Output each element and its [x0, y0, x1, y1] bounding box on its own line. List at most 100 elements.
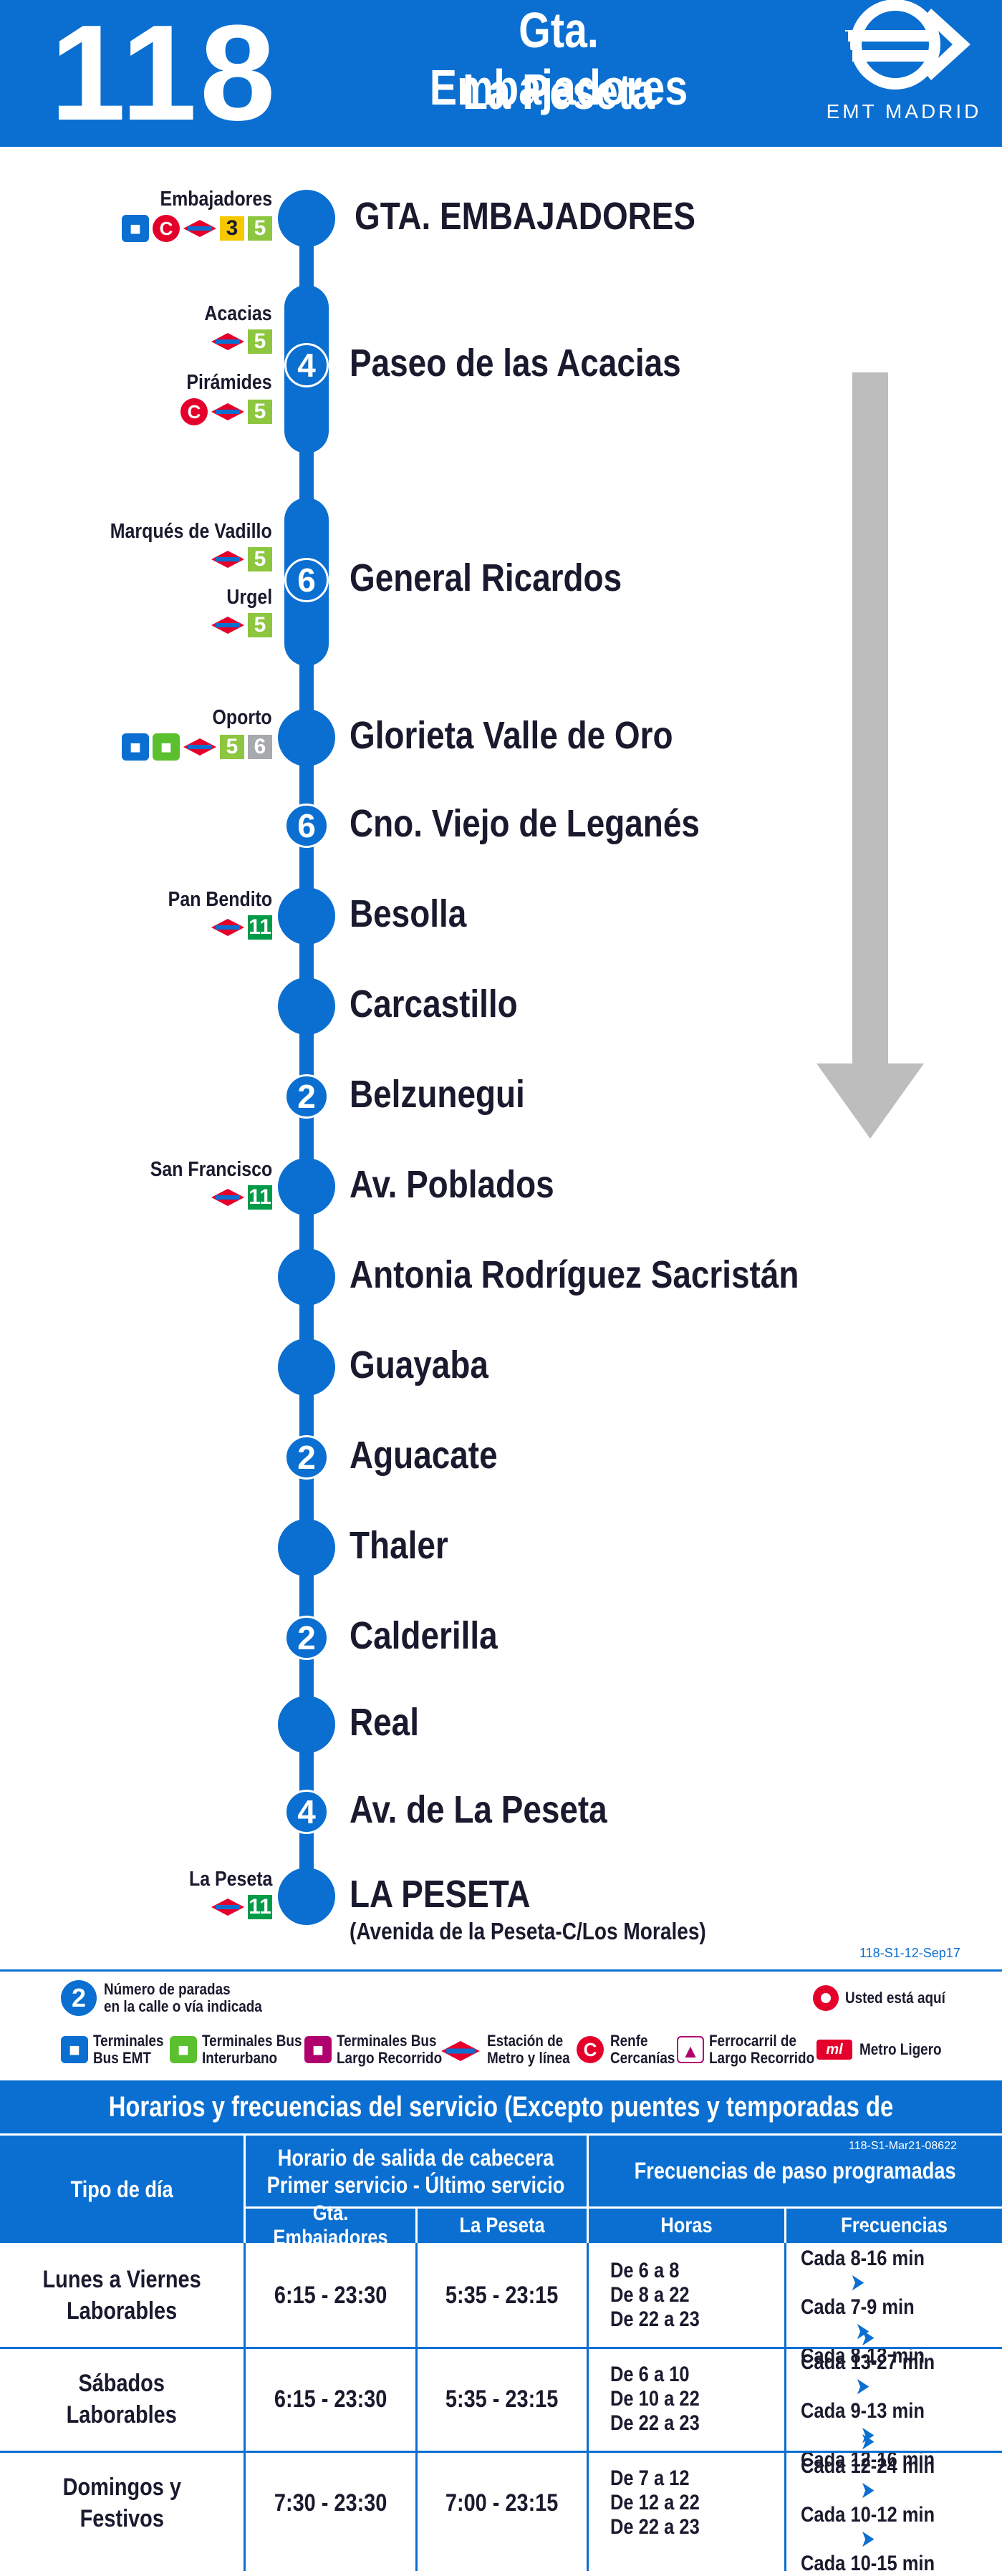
rail-long-distance-icon: ▲ [677, 2036, 704, 2063]
arrow-right-icon: ➤ [861, 2527, 875, 2551]
stop-dot [278, 978, 335, 1035]
metro-ligero-icon: ml [816, 2040, 852, 2060]
row-origin-times: 6:15 - 23:30 [274, 2385, 387, 2413]
bus-emt-icon: ■ [122, 733, 149, 761]
connection-name: La Peseta [188, 1868, 272, 1891]
connection-icons: ■ C 3 5 [122, 215, 272, 242]
stop-name: Belzunegui [350, 1073, 525, 1116]
row-day-type: Sábados Laborables [66, 2370, 178, 2428]
stop-dot [278, 1696, 335, 1753]
legend-rail-long: Ferrocarril de Largo Recorrido [709, 2032, 815, 2067]
legend-metro-ligero: Metro Ligero [859, 2040, 942, 2058]
arrow-right-icon: ➤ [856, 2375, 869, 2398]
arrow-right-icon: ➤ [856, 2222, 869, 2246]
col-header-frequency: Frecuencias de paso programadas [589, 2136, 1002, 2206]
connection-name: Embajadores [160, 188, 272, 211]
metro-icon [441, 2041, 480, 2061]
emt-logo-icon [824, 0, 970, 90]
schedule-title-bar [0, 2080, 1002, 2133]
stop-dot [278, 1248, 335, 1306]
emt-brand-text: EMT MADRID [826, 100, 982, 122]
connection-name: San Francisco [150, 1158, 272, 1181]
metro-icon [183, 220, 216, 237]
stop-count-badge: 4 [284, 343, 329, 387]
stop-dot [278, 1158, 335, 1215]
stop-name: Real [350, 1701, 419, 1744]
row-destination-times: 7:00 - 23:15 [445, 2489, 559, 2517]
header-divider [246, 2206, 1002, 2209]
legend-you-are-here: Usted está aquí [845, 1989, 945, 2007]
metro-line-badge: 5 [220, 735, 244, 759]
header-divider [415, 2209, 418, 2243]
connection-icons: 11 [211, 915, 272, 940]
stop-name: Glorieta Valle de Oro [350, 714, 673, 757]
connection-icons: 11 [211, 1185, 272, 1210]
metro-line-badge: 5 [248, 329, 272, 354]
metro-icon [211, 403, 244, 420]
stop-name: General Ricardos [350, 556, 622, 599]
row-destination-times: 5:35 - 23:15 [445, 2385, 559, 2413]
bus-emt-icon: ■ [122, 215, 149, 242]
hour-range: De 22 a 23 [610, 2411, 700, 2435]
stop-name: Aguacate [350, 1434, 498, 1477]
arrow-right-icon: ➤ [861, 2479, 875, 2502]
stop-address: (Avenida de la Peseta-C/Los Morales) [350, 1918, 706, 1944]
col-header-schedule: Horario de salida de cabecera Primer ser… [246, 2136, 587, 2206]
hour-range: De 6 a 8 [610, 2259, 680, 2282]
schedule-title: Horarios y frecuencias del servicio (Exc… [108, 2091, 894, 2176]
renfe-icon: C [577, 2036, 604, 2063]
stop-name: LA PESETA [350, 1873, 531, 1916]
row-destination-times: 5:35 - 23:15 [445, 2281, 559, 2309]
connection-icons: 11 [211, 1895, 272, 1919]
metro-icon [211, 919, 244, 936]
stop-name: Calderilla [350, 1614, 498, 1657]
line-number: 118 [50, 0, 279, 149]
stop-dot [278, 1338, 335, 1396]
col-divider [415, 2243, 418, 2571]
row-hours: De 6 a 8 De 8 a 22 De 22 a 23 [589, 2245, 784, 2345]
connection-name: Urgel [226, 586, 272, 609]
stop-name: Guayaba [350, 1344, 488, 1386]
destination-end: La Peseta [462, 64, 655, 120]
stop-dot [278, 887, 335, 945]
connection-name: Pan Bendito [168, 888, 272, 911]
hour-range: De 7 a 12 [610, 2466, 690, 2490]
header-divider [587, 2136, 589, 2243]
stop-count-sample-icon: 2 [61, 1980, 97, 2016]
hour-range: De 12 a 22 [610, 2491, 700, 2514]
metro-line-badge: 6 [248, 735, 272, 759]
stop-name: Cno. Viejo de Leganés [350, 802, 700, 845]
arrow-right-icon: ➤ [851, 2271, 864, 2295]
stop-dot [278, 1868, 335, 1925]
metro-line-badge: 5 [248, 400, 272, 424]
stop-name: GTA. EMBAJADORES [355, 195, 696, 238]
stop-count-badge: 2 [284, 1074, 329, 1119]
bus-emt-icon: ■ [61, 2036, 88, 2063]
stop-count-badge: 6 [284, 804, 329, 848]
subheader-hours: Horas [589, 2209, 784, 2243]
col-divider [784, 2243, 786, 2571]
stop-count-badge: 4 [284, 1790, 329, 1834]
header-divider [784, 2209, 786, 2243]
frequency-item: ➤ Cada 7-9 min [801, 2271, 915, 2319]
connection-name: Marqués de Vadillo [110, 520, 272, 543]
connection-icons: 5 [211, 613, 272, 637]
legend-renfe: Renfe Cercanías [610, 2032, 675, 2067]
metro-line-badge: 3 [220, 216, 244, 241]
hour-range: De 6 a 10 [610, 2363, 690, 2386]
row-day-type: Lunes a Viernes Laborables [42, 2266, 201, 2325]
schedule-code: 118-S1-Mar21-08622 [849, 2140, 957, 2152]
hour-range: De 10 a 22 [610, 2387, 700, 2411]
subheader-destination: La Peseta [418, 2209, 587, 2243]
connection-name: Pirámides [186, 371, 272, 394]
metro-icon [211, 551, 244, 568]
destination-origin: Gta. Embajadores [429, 2, 688, 115]
metro-line-badge: 11 [248, 1185, 272, 1210]
metro-line-badge: 5 [248, 216, 272, 241]
legend-metro: Estación de Metro y línea [487, 2032, 570, 2067]
connection-icons: ■ ■ 5 6 [122, 733, 272, 761]
stop-count-badge: 2 [284, 1616, 329, 1660]
stop-count-badge: 2 [284, 1435, 329, 1480]
metro-line-badge: 5 [248, 547, 272, 571]
metro-line-badge: 5 [248, 613, 272, 637]
